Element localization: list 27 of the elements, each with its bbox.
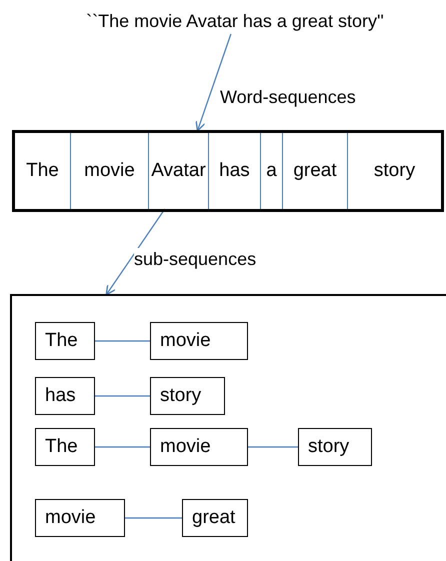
connector-line (95, 395, 150, 397)
word-box: great (182, 499, 248, 537)
word-cell: The (15, 133, 70, 209)
sub-sequence-panel (10, 294, 446, 561)
arrow (195, 34, 232, 132)
connector-line (125, 517, 182, 519)
word-box: has (35, 377, 95, 415)
word-box: story (150, 377, 225, 415)
word-box: The (35, 322, 95, 360)
word-cell: great (282, 133, 347, 209)
quoted-sentence: ``The movie Avatar has a great story'' (30, 8, 440, 34)
word-box: The (35, 428, 95, 466)
word-box: movie (150, 428, 248, 466)
arrow (106, 208, 166, 296)
connector-line (95, 446, 150, 448)
connector-line (248, 446, 298, 448)
word-cell: a (260, 133, 282, 209)
word-box: movie (150, 322, 248, 360)
word-cell: story (347, 133, 441, 209)
connector-line (95, 340, 150, 342)
word-cell: Avatar (148, 133, 208, 209)
edge-label: sub-sequences (134, 248, 256, 270)
word-cell: movie (70, 133, 148, 209)
word-box: story (298, 428, 372, 466)
word-box: movie (35, 499, 125, 537)
word-cell: has (208, 133, 260, 209)
word-sequence-box (12, 130, 444, 212)
